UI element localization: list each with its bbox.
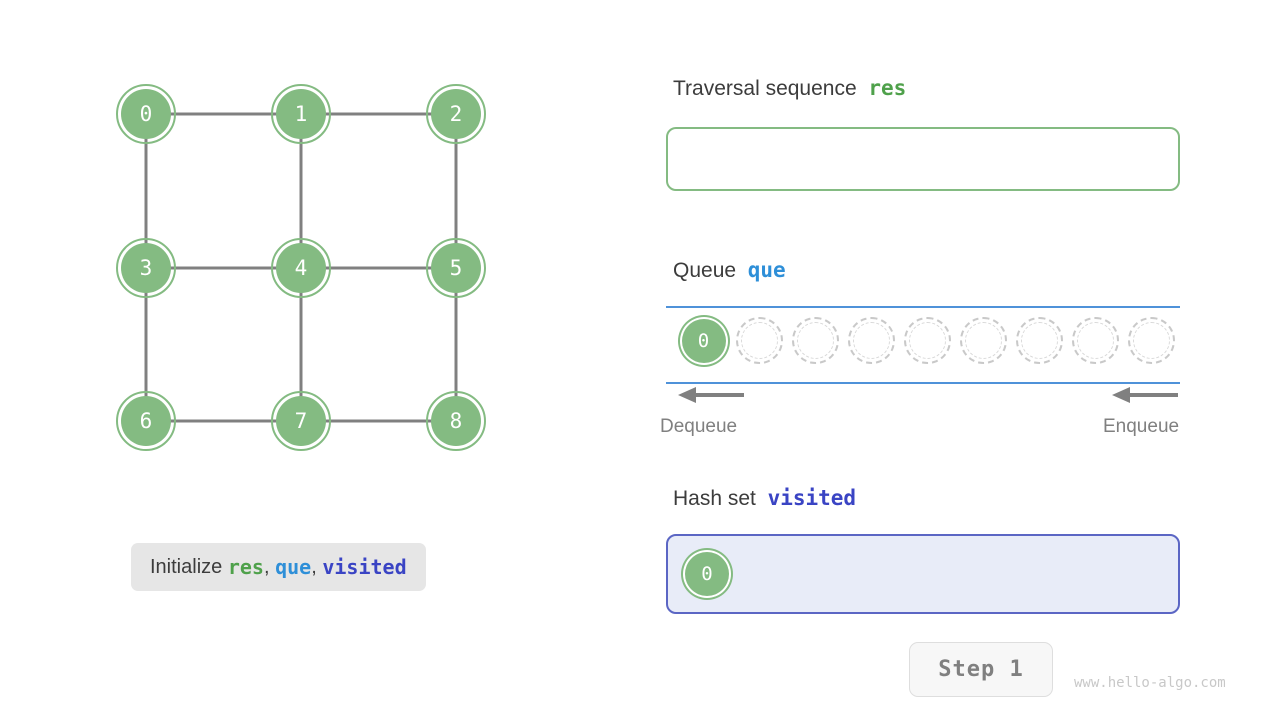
- queue-slot-empty: [736, 317, 783, 364]
- graph-svg: 0 1 2 3 4 5 6 7 8: [116, 84, 486, 451]
- graph-node-circle: [276, 243, 326, 293]
- caption-token-que: que: [275, 555, 312, 579]
- graph-node-circle: [276, 396, 326, 446]
- hash-set-container: 0: [666, 534, 1180, 614]
- queue-slot-empty: [1016, 317, 1063, 364]
- hash-section-title: Hash set visited: [673, 486, 856, 511]
- graph-node[interactable]: 7: [271, 391, 331, 451]
- queue-rail-bottom: [666, 382, 1180, 384]
- graph-node-label: 4: [295, 256, 308, 280]
- graph-node[interactable]: 4: [271, 238, 331, 298]
- queue-slot-empty: [792, 317, 839, 364]
- graph-node-ring: [271, 84, 331, 144]
- queue-title-plain: Queue: [673, 259, 737, 282]
- graph-node-circle: [431, 396, 481, 446]
- res-section-title: Traversal sequence res: [673, 76, 906, 101]
- graph-node-label: 1: [295, 102, 308, 126]
- graph-node-ring: [116, 84, 176, 144]
- graph-node-ring: [116, 391, 176, 451]
- hash-title-code: visited: [767, 486, 857, 510]
- caption-prefix: Initialize: [150, 555, 223, 578]
- caption-sep-2: ,: [311, 555, 317, 578]
- graph-node[interactable]: 3: [116, 238, 176, 298]
- graph-node-label: 0: [140, 102, 153, 126]
- caption-token-res: res: [227, 555, 264, 579]
- graph-node[interactable]: 2: [426, 84, 486, 144]
- dequeue-label: Dequeue: [660, 416, 738, 437]
- graph-node-label: 5: [450, 256, 463, 280]
- graph-node[interactable]: 1: [271, 84, 331, 144]
- value-chip-label: 0: [701, 563, 713, 585]
- graph-node-label: 7: [295, 409, 308, 433]
- graph-node-ring: [271, 391, 331, 451]
- graph-node-label: 6: [140, 409, 153, 433]
- enqueue-label: Enqueue: [1103, 416, 1180, 437]
- value-chip: 0: [685, 552, 729, 596]
- graph-node-circle: [121, 89, 171, 139]
- graph-nodes: 0 1 2 3 4 5 6 7 8: [116, 84, 486, 451]
- queue-slot-empty: [1072, 317, 1119, 364]
- queue-slot-empty: [1128, 317, 1175, 364]
- graph-node[interactable]: 0: [116, 84, 176, 144]
- value-chip-label: 0: [697, 329, 710, 352]
- graph-node-label: 3: [140, 256, 153, 280]
- caption-sep-1: ,: [263, 555, 270, 578]
- queue-slot-filled: 0: [680, 317, 727, 364]
- enqueue-arrow-icon: [1112, 387, 1178, 403]
- caption-pill: Initialize res , que , visited: [131, 543, 426, 591]
- graph-node-ring: [426, 391, 486, 451]
- graph-node-circle: [276, 89, 326, 139]
- graph-node-circle: [431, 89, 481, 139]
- graph-node-ring: [426, 238, 486, 298]
- graph-node[interactable]: 6: [116, 391, 176, 451]
- res-container: [666, 127, 1180, 191]
- res-title-code: res: [868, 76, 907, 100]
- res-title-plain: Traversal sequence: [673, 77, 857, 100]
- graph-node-circle: [431, 243, 481, 293]
- queue-title-code: que: [747, 258, 786, 282]
- queue-arrow-row: [666, 384, 1180, 406]
- graph-node-ring: [271, 238, 331, 298]
- queue-slot-empty: [960, 317, 1007, 364]
- queue-slot-empty: [904, 317, 951, 364]
- graph-node-label: 2: [450, 102, 463, 126]
- graph-panel: 0 1 2 3 4 5 6 7 8: [0, 0, 620, 720]
- queue-rail-top: [666, 306, 1180, 308]
- dequeue-arrow-icon: [678, 387, 744, 403]
- value-chip: 0: [681, 318, 726, 363]
- queue-container: 0: [666, 306, 1180, 384]
- queue-slots: 0: [680, 317, 1175, 364]
- graph-node[interactable]: 8: [426, 391, 486, 451]
- graph-node-label: 8: [450, 409, 463, 433]
- graph-node-circle: [121, 243, 171, 293]
- queue-slot-empty: [848, 317, 895, 364]
- queue-section-title: Queue que: [673, 258, 786, 283]
- caption-token-visited: visited: [322, 555, 407, 579]
- graph-node[interactable]: 5: [426, 238, 486, 298]
- graph-node-ring: [426, 84, 486, 144]
- watermark: www.hello-algo.com: [1074, 675, 1226, 691]
- hash-title-plain: Hash set: [673, 487, 756, 510]
- graph-edges: [144, 112, 458, 423]
- step-indicator: Step 1: [909, 642, 1053, 697]
- graph-node-ring: [116, 238, 176, 298]
- graph-node-circle: [121, 396, 171, 446]
